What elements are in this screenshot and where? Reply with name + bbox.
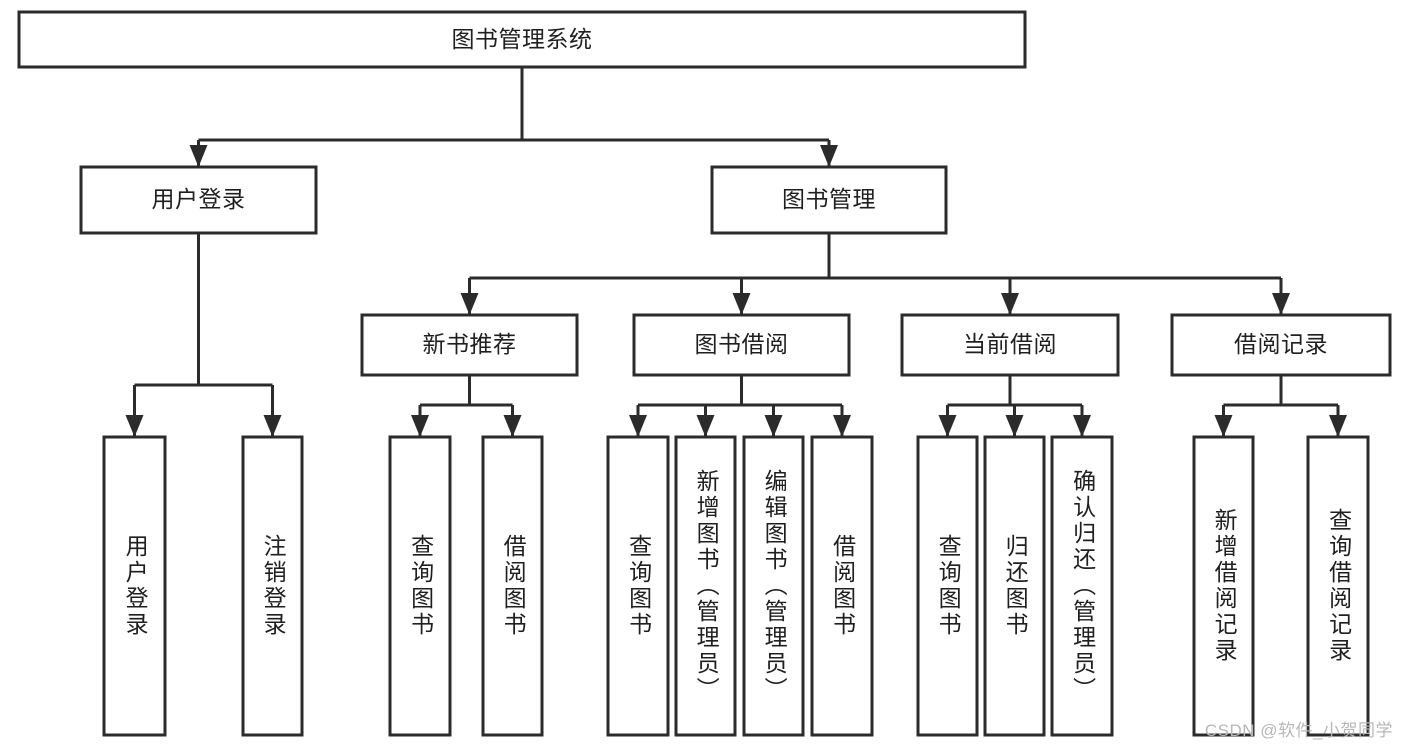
arrow-head-icon — [833, 415, 851, 437]
node-box-leaf-query-book-current[interactable] — [916, 435, 979, 737]
arrow-head-icon — [732, 293, 751, 315]
arrow-head-icon — [938, 415, 957, 437]
node-box-book-management[interactable] — [710, 165, 948, 235]
arrow-head-icon — [460, 293, 479, 315]
node-box-user-login[interactable] — [79, 165, 318, 235]
node-box-new-book-recommend[interactable] — [360, 313, 579, 377]
arrow-head-icon — [764, 415, 783, 437]
arrow-head-icon — [629, 415, 647, 437]
node-box-leaf-user-login[interactable] — [102, 435, 167, 737]
arrow-head-icon — [263, 415, 282, 437]
node-box-leaf-return-book[interactable] — [983, 435, 1046, 737]
node-box-leaf-add-book-admin[interactable] — [674, 435, 737, 737]
arrow-head-icon — [696, 415, 715, 437]
node-box-leaf-edit-book-admin[interactable] — [742, 435, 805, 737]
arrow-head-icon — [820, 145, 838, 167]
node-box-current-borrow[interactable] — [900, 313, 1120, 377]
arrow-head-icon — [1214, 415, 1233, 437]
arrow-head-icon — [411, 415, 429, 437]
node-box-borrow-records[interactable] — [1170, 313, 1392, 377]
arrow-head-icon — [1001, 293, 1019, 315]
node-box-leaf-confirm-return-admin[interactable] — [1050, 435, 1114, 737]
node-box-leaf-query-borrow-record[interactable] — [1306, 435, 1370, 737]
arrow-head-icon — [1329, 415, 1347, 437]
node-box-leaf-logout[interactable] — [241, 435, 304, 737]
arrow-head-icon — [1272, 293, 1290, 315]
node-box-leaf-add-borrow-record[interactable] — [1192, 435, 1255, 737]
arrow-head-icon — [503, 415, 522, 437]
node-box-leaf-query-book-borrow[interactable] — [606, 435, 670, 737]
node-box-leaf-query-book-recommend[interactable] — [388, 435, 452, 737]
arrow-head-icon — [1005, 415, 1024, 437]
boxes-layer — [17, 10, 1392, 737]
arrow-head-icon — [1073, 415, 1091, 437]
node-box-leaf-borrow-book[interactable] — [810, 435, 874, 737]
node-box-leaf-borrow-book-recommend[interactable] — [481, 435, 544, 737]
connectors-layer — [125, 67, 1347, 437]
watermark-text: CSDN @软件_小贺同学 — [1204, 721, 1393, 740]
node-box-root[interactable] — [17, 10, 1027, 69]
arrow-head-icon — [125, 415, 144, 437]
node-box-book-borrow[interactable] — [632, 313, 851, 377]
arrow-head-icon — [189, 145, 208, 167]
